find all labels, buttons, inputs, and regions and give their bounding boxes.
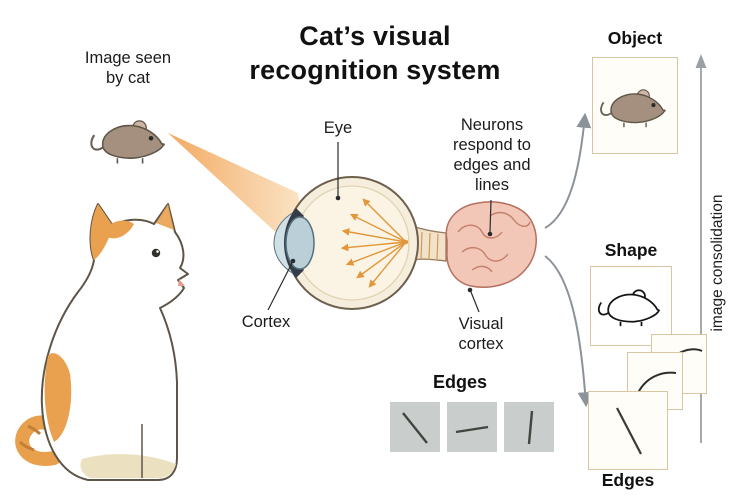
shape-label: Shape <box>604 240 658 260</box>
visual-cortex-label: Visual cortex <box>458 315 504 354</box>
lens <box>285 216 315 270</box>
optic-nerve-stripes <box>420 231 439 261</box>
cat-leg-shading <box>80 454 176 478</box>
cortex-label: Cortex <box>241 313 291 331</box>
curve-card-front-art <box>637 371 677 394</box>
cat-back-patch <box>44 353 72 442</box>
shape-box <box>590 266 672 346</box>
eye-label: Eye <box>323 119 353 137</box>
mouse-body <box>101 124 165 159</box>
retina-signal-lines <box>340 198 407 288</box>
object-label: Object <box>607 28 663 48</box>
edges-right-label: Edges <box>601 470 655 490</box>
eye-diagram <box>273 176 447 310</box>
cat-eye-highlight <box>156 250 159 253</box>
eye-pointer-dot <box>335 195 341 201</box>
cat-head-patch <box>90 204 113 260</box>
edge-tile-3-art <box>527 410 534 445</box>
edges-box-art <box>616 407 642 455</box>
mouse-illustration <box>90 120 165 164</box>
curve-stroke-2 <box>637 371 677 394</box>
pointer-lines <box>267 142 492 313</box>
edge-line-diagonal <box>402 412 428 444</box>
cat-tail-stripes <box>18 424 42 452</box>
neurons-label: Neurons respond to edges and lines <box>453 116 531 195</box>
edge-tile-2-art <box>455 425 489 434</box>
cat-illustration <box>15 203 189 481</box>
edge-tile-3 <box>504 402 554 452</box>
edges-box <box>588 391 668 470</box>
brain-body <box>445 201 537 288</box>
cat-ear-patch <box>156 204 174 230</box>
mouse-tail <box>90 134 104 151</box>
arrow-to-edges <box>544 255 593 408</box>
visual-cortex-pointer-dot <box>467 287 473 293</box>
visual-cortex-pointer-line <box>470 291 480 313</box>
image-seen-by-cat-label: Image seen by cat <box>84 49 172 88</box>
brain-folds <box>457 211 531 273</box>
edge-line-vertical <box>527 410 534 445</box>
image-consolidation-label: image consolidation <box>709 194 726 332</box>
object-mouse-illustration <box>600 89 666 128</box>
vision-cone <box>168 133 307 261</box>
edge-tile-1 <box>390 402 440 452</box>
neurons-pointer-dot <box>487 231 493 237</box>
mouse-nose <box>162 143 165 146</box>
edge-tile-2 <box>447 402 497 452</box>
cat-body <box>40 203 189 481</box>
brain-illustration <box>445 201 537 288</box>
edge-tile-1-art <box>402 412 428 444</box>
cat-mouth <box>178 279 185 286</box>
edges-box-diagonal-line <box>616 407 642 455</box>
cortex-pointer-dot <box>290 258 296 264</box>
diagram-title: Cat’s visual recognition system <box>249 21 501 85</box>
mouse-legs <box>116 158 144 164</box>
mouse-eye <box>148 135 154 141</box>
cat-head-patch-2 <box>106 220 134 239</box>
edges-center-label: Edges <box>432 372 488 392</box>
cat-eye <box>151 248 161 258</box>
object-box <box>592 57 678 154</box>
optic-disc <box>403 239 409 245</box>
edge-line-horizontal <box>455 425 489 434</box>
neurons-pointer-line <box>489 199 492 233</box>
consolidation-arrowhead <box>695 54 707 68</box>
shape-mouse-outline <box>597 289 661 327</box>
cortex-pointer-line <box>267 262 293 311</box>
arrow-to-object <box>544 112 592 229</box>
